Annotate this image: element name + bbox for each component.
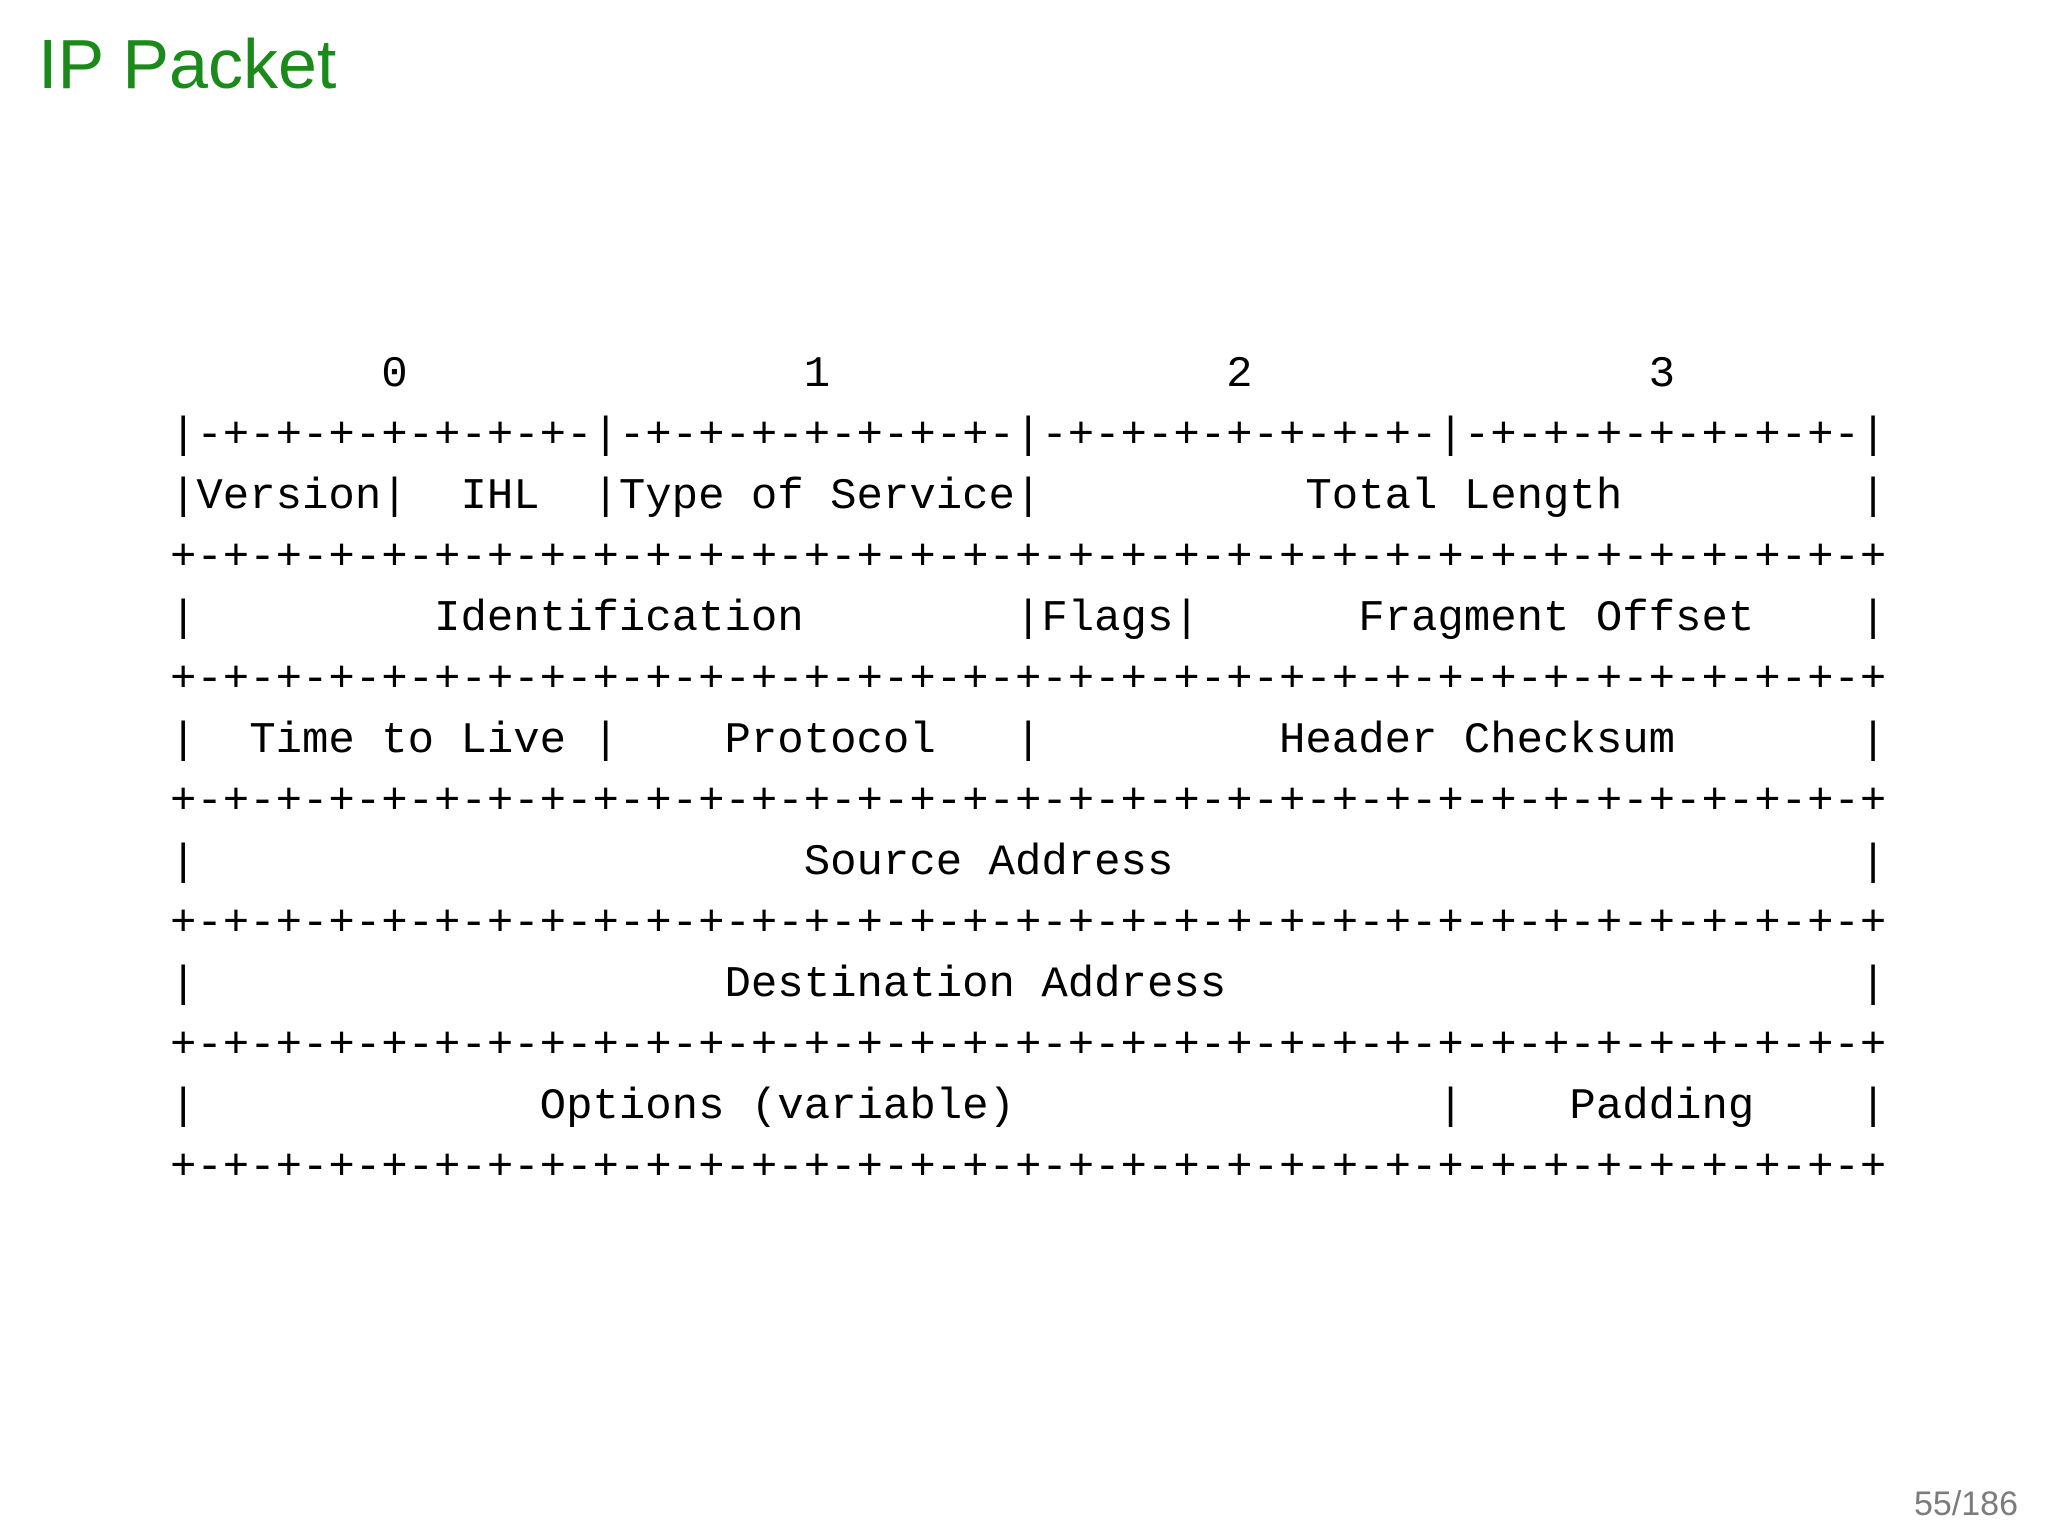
slide-title: IP Packet — [38, 25, 337, 103]
page-number: 55/186 — [1914, 1485, 2018, 1523]
ip-packet-ascii-diagram: 0 1 2 3 |-+-+-+-+-+-+-+-|-+-+-+-+-+-+-+-… — [170, 350, 1887, 1193]
